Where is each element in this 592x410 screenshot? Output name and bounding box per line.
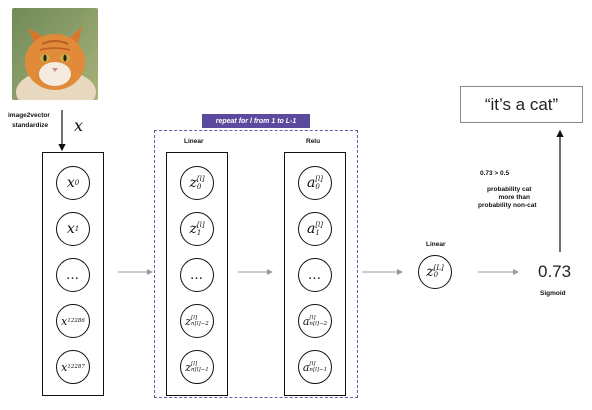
input-node-2: … (56, 258, 90, 292)
decision-explanation: probability cat more than probability no… (478, 186, 537, 210)
decision-line-1: probability cat (487, 186, 532, 193)
sigmoid-value: 0.73 (538, 262, 572, 281)
linear-node-4: z[l]n[l]−1 (180, 350, 214, 384)
repeat-banner: repeat for l from 1 to L-1 (202, 114, 310, 128)
relu-node-0: a[l]0 (298, 166, 332, 200)
input-x-label: x (74, 116, 84, 135)
repeat-region (154, 130, 358, 398)
final-linear-title: Linear (426, 241, 446, 248)
final-linear-node: z[L]0 (418, 255, 452, 289)
relu-node-4: a[l]n[l]−1 (298, 350, 332, 384)
sigmoid-label: Sigmoid (540, 290, 566, 297)
decision-rule: 0.73 > 0.5 (480, 170, 510, 177)
preprocess-label-1: image2vector (8, 112, 50, 119)
relu-block-title: Relu (306, 138, 321, 145)
linear-node-3: z[l]n[l]−2 (180, 304, 214, 338)
relu-node-3: a[l]n[l]−2 (298, 304, 332, 338)
cat-image (12, 8, 98, 100)
relu-node-1: a[l]1 (298, 212, 332, 246)
linear-node-1: z[l]1 (180, 212, 214, 246)
linear-block-title: Linear (184, 138, 204, 145)
preprocess-label-2: standardize (12, 122, 49, 129)
relu-node-2: … (298, 258, 332, 292)
decision-line-3: probability non-cat (478, 202, 537, 209)
decision-line-2: more than (498, 194, 530, 201)
linear-node-2: … (180, 258, 214, 292)
output-prediction: “it’s a cat” (460, 86, 583, 123)
linear-node-0: z[l]0 (180, 166, 214, 200)
